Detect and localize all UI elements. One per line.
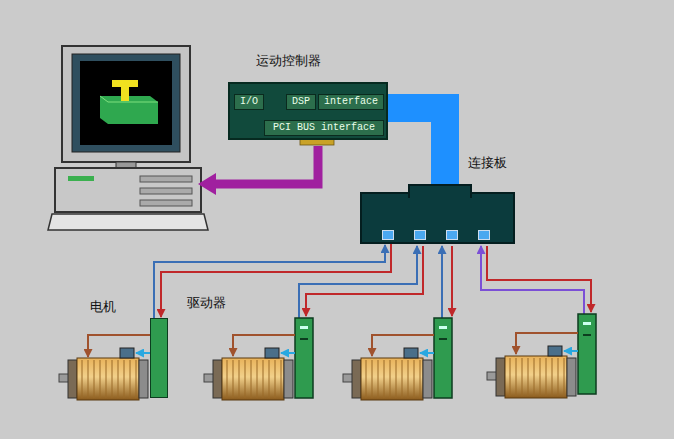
command-wire: [306, 246, 423, 316]
board-connector: [408, 184, 472, 198]
part-label: 驱动器: [187, 294, 226, 312]
drive-unit: [295, 318, 313, 398]
power-wire: [372, 335, 434, 356]
encoder-wire: [420, 352, 434, 354]
port: [382, 230, 394, 240]
board-block: DSP: [286, 94, 316, 110]
encoder-wire: [564, 350, 578, 352]
command-wire: [487, 246, 591, 312]
board-block: interface: [318, 94, 384, 110]
feedback-wire: [299, 246, 417, 318]
drive-unit: 驱动器: [150, 318, 168, 398]
port: [446, 230, 458, 240]
power-wire: [516, 333, 578, 354]
signal-wire: [161, 244, 391, 317]
encoder-wire: [281, 352, 295, 354]
block-label: I/O: [240, 95, 258, 109]
port: [478, 230, 490, 240]
signal-wire: [88, 335, 150, 357]
block-label: DSP: [292, 95, 310, 109]
board: 运动控制器I/ODSPinterfacePCI BUS interface: [228, 82, 388, 140]
servo-motor: [204, 335, 295, 400]
servo-motor: 电机: [68, 358, 148, 400]
signal-wire: [154, 245, 385, 318]
block-label: interface: [324, 95, 378, 109]
drive-unit: [434, 318, 452, 398]
board: 连接板: [360, 192, 515, 244]
drive-unit: [578, 314, 596, 394]
part-label: 电机: [90, 298, 116, 316]
computer: [48, 46, 208, 230]
feedback-wire: [441, 246, 443, 318]
motors: [59, 314, 596, 400]
part-label: 运动控制器: [256, 52, 321, 70]
block-label: PCI BUS interface: [273, 121, 375, 135]
servo-motor: [487, 333, 578, 398]
servo-motor: [59, 348, 150, 400]
board-block: PCI BUS interface: [264, 120, 384, 136]
bus-arrow: [214, 146, 318, 184]
encoder-wire: [136, 352, 150, 354]
board-block: I/O: [234, 94, 264, 110]
command-wire: [451, 246, 453, 316]
data-bus: [388, 108, 445, 196]
port: [414, 230, 426, 240]
part-label: 连接板: [468, 154, 507, 172]
power-wire: [233, 335, 295, 356]
bus-arrow-head: [198, 173, 216, 195]
servo-motor: [343, 335, 434, 400]
